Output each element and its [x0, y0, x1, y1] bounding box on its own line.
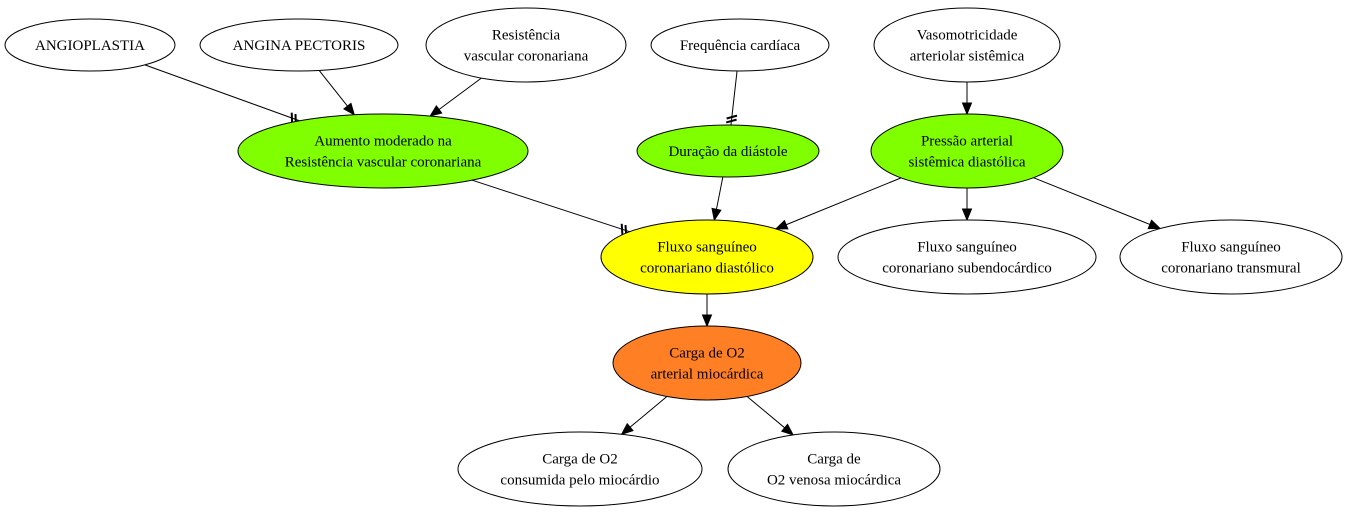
arrow-head [711, 207, 722, 222]
node-label: Carga de O2 [669, 346, 745, 362]
edge-line [715, 176, 724, 210]
arrow-head [780, 423, 795, 436]
edge-aumento-to-fluxo_diast [472, 179, 630, 236]
node-fluxo_sub: Fluxo sanguíneo coronariano subendocárdic… [837, 219, 1097, 295]
node-label: Pressão arterial [921, 134, 1013, 150]
edge-line [629, 396, 668, 428]
node-ellipse [237, 113, 529, 189]
node-carga_cons: Carga de O2 consumida pelo miocárdio [457, 431, 703, 507]
edge-line [438, 77, 482, 110]
arrow-head [429, 104, 443, 117]
arrow-head [961, 102, 973, 116]
node-ellipse [873, 7, 1061, 83]
node-angioplastia: ANGIOPLASTIA [4, 18, 176, 72]
node-label: arterial miocárdica [651, 367, 764, 383]
node-label: consumida pelo miocárdio [500, 473, 659, 489]
node-ellipse [4, 18, 176, 72]
edge-line [472, 179, 630, 233]
edge-resist-to-aumento [429, 77, 482, 117]
node-ellipse [650, 18, 830, 72]
node-label: Aumento moderado na [314, 134, 452, 150]
edge-line [1033, 177, 1151, 225]
node-ellipse [457, 431, 703, 507]
nodes-layer: ANGIOPLASTIA ANGINA PECTORIS Resistência va… [4, 7, 1343, 507]
node-label: Vasomotricidade [917, 28, 1018, 44]
node-freq: Frequência cardíaca [650, 18, 830, 72]
node-label: sistêmica diastólica [908, 155, 1025, 171]
edge-pressao-to-fluxo_trans [1033, 177, 1162, 230]
arrow-head [961, 208, 973, 222]
edge-line [144, 64, 300, 122]
arrow-head [774, 219, 789, 230]
node-label: Carga de [807, 452, 861, 468]
node-vaso: Vasomotricidade arteriolar sistêmica [873, 7, 1061, 83]
edge-vaso-to-pressao [961, 82, 973, 116]
node-label: ANGINA PECTORIS [233, 38, 366, 54]
node-label: Fluxo sanguíneo [917, 240, 1017, 256]
node-label: coronariano transmural [1161, 261, 1301, 277]
node-carga_ven: Carga de O2 venosa miocárdica [727, 431, 941, 507]
edge-fluxo_diast-to-carga_art [701, 294, 713, 328]
arrow-head [343, 102, 356, 116]
node-aumento: Aumento moderado na Resistência vascular … [237, 113, 529, 189]
node-label: Frequência cardíaca [680, 38, 801, 54]
edge-pressao-to-fluxo_sub [961, 188, 973, 222]
node-label: vascular coronariana [464, 49, 589, 65]
node-label: Carga de O2 [542, 452, 618, 468]
edge-angina-to-aumento [318, 70, 356, 116]
inhibit-tick [620, 223, 624, 235]
node-label: coronariano subendocárdico [882, 261, 1052, 277]
node-ellipse [870, 113, 1064, 189]
edge-duracao-to-fluxo_diast [711, 176, 724, 222]
node-ellipse [727, 431, 941, 507]
arrow-head [701, 314, 713, 328]
edge-carga_art-to-carga_cons [620, 396, 668, 436]
node-pressao: Pressão arterial sistêmica diastólica [870, 113, 1064, 189]
inhibit-tick [726, 114, 738, 120]
node-label: Resistência vascular coronariana [285, 155, 482, 171]
edge-line [318, 70, 348, 107]
node-ellipse [636, 124, 820, 178]
node-label: Fluxo sanguíneo [657, 240, 757, 256]
node-ellipse [199, 18, 399, 72]
node-label: Duração da diástole [668, 144, 787, 160]
edge-carga_art-to-carga_ven [746, 396, 795, 436]
node-resist: Resistência vascular coronariana [425, 7, 627, 83]
node-label: O2 venosa miocárdica [767, 473, 901, 489]
node-label: Fluxo sanguíneo [1181, 240, 1281, 256]
node-duracao: Duração da diástole [636, 124, 820, 178]
node-label: coronariano diastólico [640, 261, 774, 277]
node-fluxo_trans: Fluxo sanguíneo coronariano transmural [1119, 219, 1343, 295]
node-ellipse [1119, 219, 1343, 295]
node-ellipse [612, 325, 802, 401]
edge-freq-to-duracao [725, 70, 738, 126]
node-fluxo_diast: Fluxo sanguíneo coronariano diastólico [600, 219, 814, 295]
node-ellipse [837, 219, 1097, 295]
node-label: arteriolar sistêmica [910, 49, 1025, 65]
arrow-head [620, 422, 634, 436]
node-angina: ANGINA PECTORIS [199, 18, 399, 72]
edge-angioplastia-to-aumento [144, 64, 300, 125]
node-label: ANGIOPLASTIA [35, 38, 145, 54]
node-ellipse [425, 7, 627, 83]
node-carga_art: Carga de O2 arterial miocárdica [612, 325, 802, 401]
inhibit-tick [725, 118, 737, 124]
edge-line [785, 177, 902, 226]
arrow-head [1147, 219, 1162, 230]
node-ellipse [600, 219, 814, 295]
edge-pressao-to-fluxo_diast [774, 177, 902, 230]
edges-layer [144, 64, 1162, 436]
edge-line [746, 396, 785, 429]
node-label: Resistência [492, 28, 561, 44]
